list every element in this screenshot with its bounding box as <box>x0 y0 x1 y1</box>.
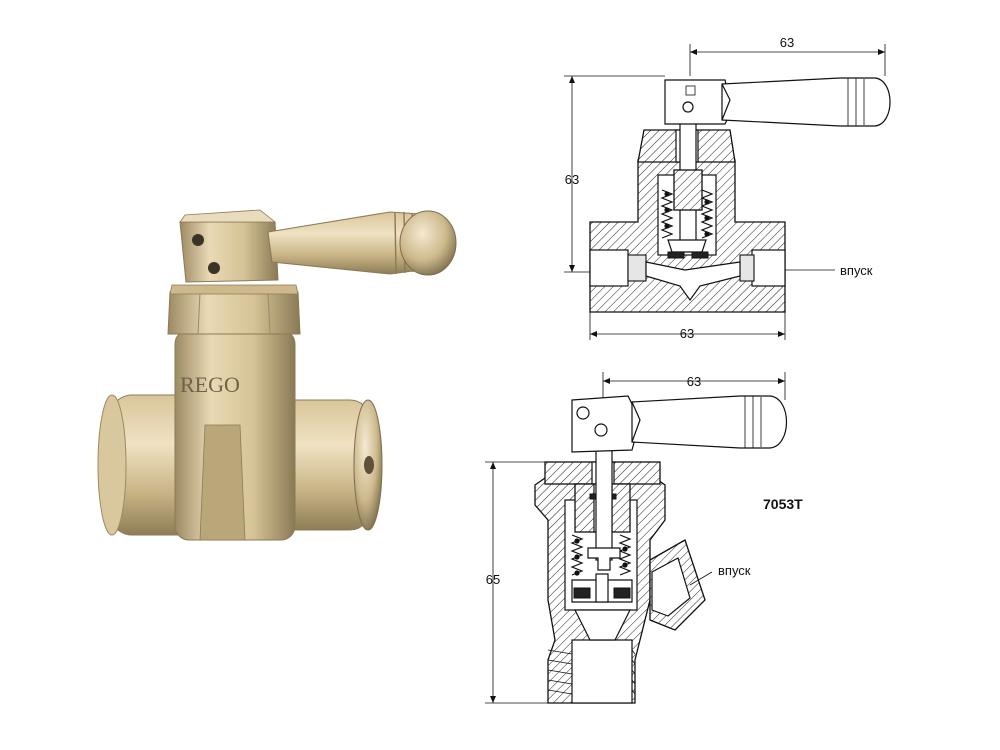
photo-lever-handle <box>267 210 457 276</box>
top-inlet-callout: впуск <box>785 263 873 278</box>
bottom-spring <box>570 534 632 576</box>
bottom-dim-height-label: 65 <box>486 572 500 587</box>
photo-valve-body: REGO <box>174 329 296 541</box>
bottom-dim-handle-width-label: 63 <box>687 374 701 389</box>
top-dim-body-width-label: 63 <box>680 326 694 341</box>
top-dim-height-label: 63 <box>565 172 579 187</box>
photo-outlet-hole <box>364 456 374 474</box>
bottom-dim-handle-width: 63 <box>602 372 786 400</box>
top-dim-height: 63 <box>564 75 665 273</box>
bottom-inlet-callout: впуск <box>689 563 751 586</box>
top-inlet-label: впуск <box>840 263 873 278</box>
photo-hex-nut <box>167 284 301 335</box>
photo-pin-hole-upper <box>192 234 204 246</box>
top-dim-handle-width-label: 63 <box>780 35 794 50</box>
top-spring <box>660 189 714 239</box>
bottom-handle <box>571 395 788 453</box>
bottom-section-drawing: 63 65 <box>485 372 803 704</box>
photo-handle-block <box>179 209 279 283</box>
photo-pin-hole-lower <box>208 262 220 274</box>
bottom-inlet-label: впуск <box>718 563 751 578</box>
bottom-dim-height: 65 <box>485 461 548 704</box>
top-handle <box>664 77 891 127</box>
top-dim-handle-width: 63 <box>689 35 886 76</box>
photo-brand-stamp: REGO <box>180 372 240 397</box>
bottom-model-number: 7053T <box>763 496 803 512</box>
top-stem <box>667 94 709 259</box>
top-section-drawing: 63 63 63 <box>564 35 891 341</box>
valve-photo: REGO <box>97 209 457 541</box>
